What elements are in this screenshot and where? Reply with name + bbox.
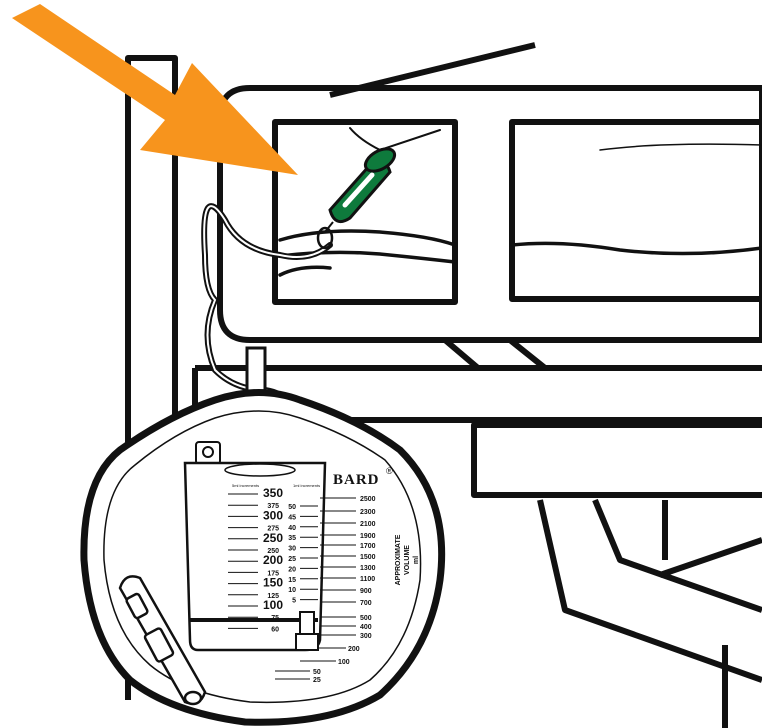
scale-label: 15 xyxy=(288,577,296,584)
scale-label: 50 xyxy=(313,669,321,676)
urimeter-header-right: 1ml increments xyxy=(293,483,320,488)
scale-label: 75 xyxy=(271,615,279,622)
scale-label: 40 xyxy=(288,525,296,532)
scale-label: 1500 xyxy=(360,554,376,561)
scale-label: 10 xyxy=(288,587,296,594)
scale-label: 500 xyxy=(360,615,372,622)
scale-label: 30 xyxy=(288,546,296,553)
scale-label: 25 xyxy=(288,556,296,563)
scale-label: 2300 xyxy=(360,509,376,516)
scale-label: 1300 xyxy=(360,565,376,572)
scale-label: 50 xyxy=(288,504,296,511)
scale-label: 250 xyxy=(263,531,283,545)
scale-label: 1700 xyxy=(360,543,376,550)
scale-label: 35 xyxy=(288,535,296,542)
scale-label: 1900 xyxy=(360,533,376,540)
scale-label: 25 xyxy=(313,677,321,684)
scale-label: 20 xyxy=(288,566,296,573)
scale-label: 2500 xyxy=(360,496,376,503)
scale-label: 45 xyxy=(288,514,296,521)
scale-label: 2100 xyxy=(360,521,376,528)
scale-label: 100 xyxy=(338,659,350,666)
scale-label: 900 xyxy=(360,588,372,595)
scale-label: 350 xyxy=(263,486,283,500)
svg-text:APPROXIMATE: APPROXIMATE xyxy=(395,534,402,585)
scale-label: 400 xyxy=(360,624,372,631)
brand-registered-mark: ® xyxy=(386,466,393,476)
scale-label: 300 xyxy=(360,633,372,640)
scale-label: 5 xyxy=(292,598,296,605)
scale-label: 60 xyxy=(271,626,279,633)
svg-text:ml: ml xyxy=(413,556,420,564)
scale-label: 100 xyxy=(263,598,283,612)
brand-logo: BARD xyxy=(333,472,380,488)
scale-label: 1100 xyxy=(360,576,375,583)
scale-label: 200 xyxy=(348,646,360,653)
scale-label: 700 xyxy=(360,600,372,607)
scale-label: 200 xyxy=(263,553,283,567)
scale-label: 150 xyxy=(263,576,283,590)
scale-label: 300 xyxy=(263,508,283,522)
svg-text:VOLUME: VOLUME xyxy=(404,545,411,575)
outlet-valve xyxy=(296,612,318,650)
urimeter-header-left: 5ml increments xyxy=(232,483,259,488)
